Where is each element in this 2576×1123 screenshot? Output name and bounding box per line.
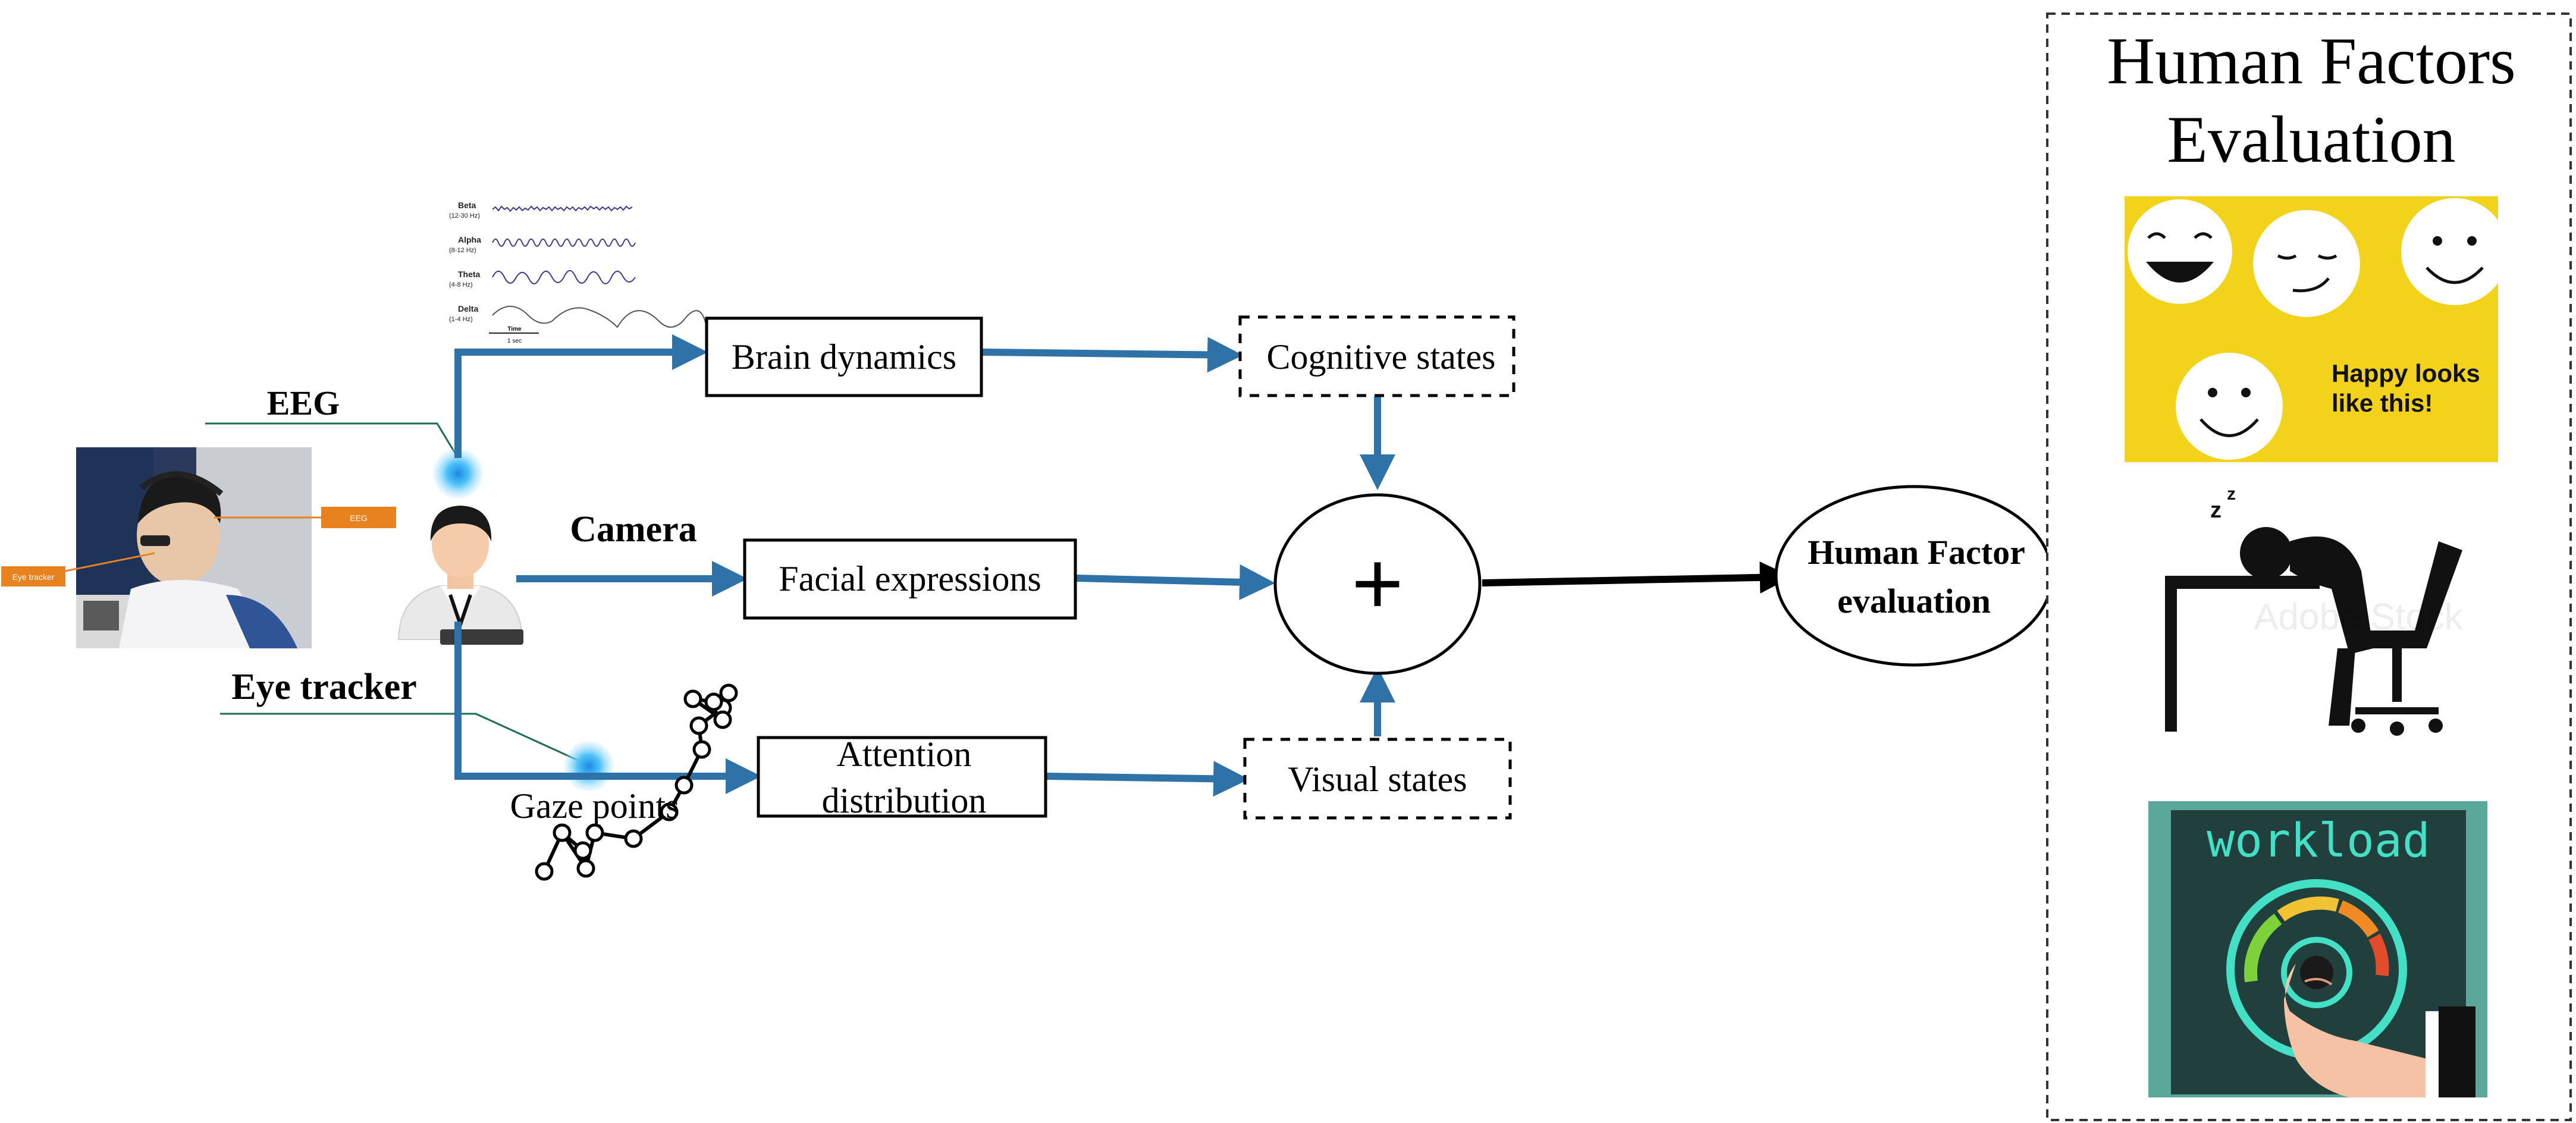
eeg-beta-wave bbox=[492, 205, 633, 212]
eeg-theta-wave bbox=[492, 270, 636, 284]
output-label-line2: evaluation bbox=[1837, 582, 1991, 620]
panel-title-line1: Human Factors bbox=[2107, 24, 2515, 98]
desk-leg bbox=[2165, 589, 2177, 732]
fatigue-pictogram: z z Adobe Stock bbox=[2165, 484, 2464, 736]
eeg-time-label: Time bbox=[507, 326, 522, 332]
stock-watermark: Adobe Stock bbox=[2254, 597, 2464, 638]
eeg-sensor-point bbox=[433, 448, 483, 498]
svg-text:(8-12 Hz): (8-12 Hz) bbox=[449, 247, 476, 254]
laughing-face-icon bbox=[2128, 199, 2232, 304]
sleep-z-small-icon: z bbox=[2227, 484, 2236, 504]
happy-caption-line1: Happy looks bbox=[2332, 359, 2480, 387]
eeg-band-labels: Beta (12-30 Hz) Alpha (8-12 Hz) Theta (4… bbox=[449, 200, 481, 323]
svg-text:(12-30 Hz): (12-30 Hz) bbox=[449, 212, 480, 219]
attention-to-visual-arrow bbox=[1046, 761, 1249, 797]
happy-faces-card: Happy looks like this! bbox=[2125, 196, 2508, 462]
output-label-line1: Human Factor bbox=[1808, 533, 2025, 572]
participant-icon bbox=[397, 506, 523, 645]
svg-text:Theta: Theta bbox=[458, 269, 481, 279]
gaze-points-label: Gaze points bbox=[510, 786, 680, 826]
smiling-face-icon bbox=[2401, 198, 2508, 305]
eeg-alpha-wave bbox=[492, 239, 636, 247]
content-face-icon bbox=[2253, 210, 2360, 317]
visual-states-label: Visual states bbox=[1288, 760, 1467, 799]
eeg-delta-wave bbox=[492, 306, 707, 328]
eeg-to-brain-arrow bbox=[454, 334, 708, 458]
cognitive-states-label: Cognitive states bbox=[1267, 337, 1496, 377]
cognitive-states-box: Cognitive states bbox=[1238, 315, 1516, 397]
human-factor-evaluation-node: Human Factor evaluation bbox=[1774, 485, 2054, 667]
camera-label: Camera bbox=[570, 509, 696, 550]
workload-title: workload bbox=[2207, 814, 2430, 868]
workload-card: workload bbox=[2148, 801, 2487, 1097]
brain-to-cognitive-arrow bbox=[982, 337, 1243, 373]
eye-tracker-sensor-point bbox=[564, 741, 614, 791]
svg-text:Beta: Beta bbox=[458, 200, 476, 210]
facial-to-combine-arrow bbox=[1076, 564, 1275, 600]
participant-photo bbox=[65, 447, 321, 648]
svg-text:(4-8 Hz): (4-8 Hz) bbox=[449, 281, 473, 288]
evaluation-panel: Human Factors Evaluation bbox=[2046, 12, 2572, 1121]
visual-states-box: Visual states bbox=[1243, 738, 1512, 820]
attention-label-line1: Attention bbox=[837, 735, 972, 774]
brain-dynamics-label: Brain dynamics bbox=[732, 337, 956, 377]
eeg-waves-panel: Beta (12-30 Hz) Alpha (8-12 Hz) Theta (4… bbox=[449, 200, 707, 344]
photo-tag-eye-tracker: Eye tracker bbox=[1, 566, 65, 586]
svg-text:EEG: EEG bbox=[350, 513, 368, 523]
eye-tracker-label: Eye tracker bbox=[231, 667, 417, 707]
combine-node: + bbox=[1273, 493, 1482, 675]
sleeping-person-head bbox=[2240, 527, 2292, 579]
sleeping-person-body bbox=[2290, 536, 2373, 654]
gaze-scanpath bbox=[535, 683, 738, 881]
office-chair bbox=[2367, 541, 2462, 648]
photo-tag-eeg: EEG bbox=[321, 507, 396, 528]
sleep-z-icon: z bbox=[2210, 498, 2222, 523]
svg-text:Delta: Delta bbox=[458, 304, 478, 313]
eeg-label: EEG bbox=[267, 384, 340, 422]
attention-distribution-box: Attention distribution bbox=[757, 735, 1047, 820]
eye-tracker-leader-line bbox=[220, 713, 583, 764]
facial-expressions-label: Facial expressions bbox=[779, 559, 1041, 598]
eeg-leader-line bbox=[205, 422, 459, 459]
svg-text:(1-4 Hz): (1-4 Hz) bbox=[449, 316, 473, 323]
facial-expressions-box: Facial expressions bbox=[743, 538, 1077, 620]
panel-title-line2: Evaluation bbox=[2167, 103, 2455, 177]
svg-text:Eye tracker: Eye tracker bbox=[12, 572, 55, 582]
svg-text:Alpha: Alpha bbox=[458, 235, 481, 244]
desk-top bbox=[2165, 576, 2320, 589]
eye-tracker-to-attention-arrow bbox=[454, 622, 761, 794]
hand-turning-knob-icon bbox=[2284, 964, 2475, 1097]
attention-label-line2: distribution bbox=[822, 781, 987, 820]
eeg-scale-label: 1 sec bbox=[507, 338, 522, 344]
plus-symbol: + bbox=[1351, 533, 1404, 633]
happy-caption-line2: like this! bbox=[2332, 389, 2433, 417]
combine-to-output-arrow bbox=[1482, 561, 1792, 594]
simple-smile-face-icon bbox=[2176, 353, 2283, 460]
brain-dynamics-box: Brain dynamics bbox=[705, 316, 983, 397]
